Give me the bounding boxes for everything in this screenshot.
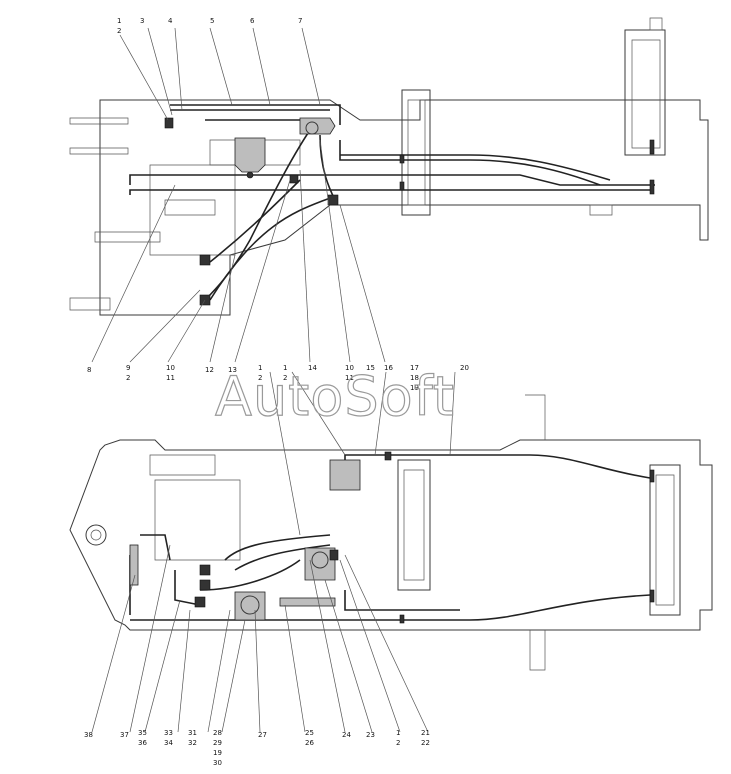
callout-26: 26	[305, 739, 314, 747]
callout-7: 7	[298, 17, 302, 25]
callout-13: 13	[228, 366, 237, 374]
callout-19: 19	[410, 384, 419, 392]
callout-22: 22	[421, 739, 430, 747]
callout-34: 34	[164, 739, 173, 747]
callout-33: 33	[164, 729, 173, 737]
callout-2e: 2	[396, 739, 400, 747]
callout-30: 30	[213, 759, 222, 767]
bottom-view	[69, 394, 713, 671]
callout-32: 32	[188, 739, 197, 747]
callout-20: 20	[460, 364, 469, 372]
callout-29: 29	[213, 739, 222, 747]
bottom-leaders	[91, 371, 456, 733]
callout-25: 25	[305, 729, 314, 737]
callout-10: 10	[166, 364, 175, 372]
callout-15: 15	[366, 364, 375, 372]
callout-18: 18	[410, 374, 419, 382]
callout-16: 16	[384, 364, 393, 372]
callout-36: 36	[138, 739, 147, 747]
callout-1c: 1	[258, 364, 262, 372]
callout-28: 28	[213, 729, 222, 737]
callout-19b: 19	[213, 749, 222, 757]
callout-17: 17	[410, 364, 419, 372]
callout-37: 37	[120, 731, 129, 739]
callout-27: 27	[258, 731, 267, 739]
callout-11b: 11	[345, 374, 354, 382]
callout-11: 11	[166, 374, 175, 382]
callout-21: 21	[421, 729, 430, 737]
callout-1e: 1	[396, 729, 400, 737]
callouts: 1 2 3 4 5 6 7 8 9 2 10 11 12 13 14 10 11…	[84, 17, 469, 767]
top-leaders	[91, 27, 386, 363]
callout-3: 3	[140, 17, 144, 25]
callout-24: 24	[342, 731, 351, 739]
callout-2: 2	[117, 27, 121, 35]
callout-38: 38	[84, 731, 93, 739]
callout-31: 31	[188, 729, 197, 737]
callout-2d: 2	[283, 374, 287, 382]
callout-9: 9	[126, 364, 130, 372]
callout-2b: 2	[126, 374, 130, 382]
callout-1: 1	[117, 17, 121, 25]
callout-23: 23	[366, 731, 375, 739]
callout-12: 12	[205, 366, 214, 374]
callout-6: 6	[250, 17, 255, 25]
top-view	[69, 17, 709, 316]
watermark: AutoSoft	[215, 365, 455, 428]
callout-4: 4	[168, 17, 173, 25]
callout-10b: 10	[345, 364, 354, 372]
callout-14: 14	[308, 364, 317, 372]
callout-35: 35	[138, 729, 147, 737]
callout-5: 5	[210, 17, 214, 25]
callout-1d: 1	[283, 364, 287, 372]
callout-8: 8	[87, 366, 91, 374]
callout-2c: 2	[258, 374, 262, 382]
